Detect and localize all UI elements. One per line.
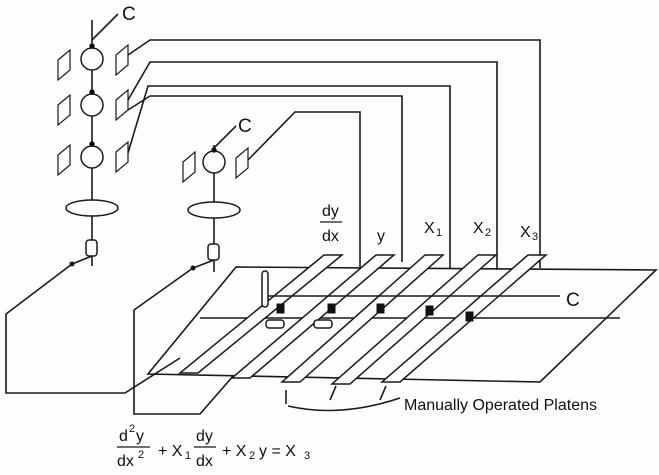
label-dy: dy — [322, 203, 339, 220]
plate-left-3 — [57, 143, 71, 177]
eq-plus1: + X — [158, 443, 183, 460]
eq-d2y-sup: 2 — [129, 423, 135, 435]
eq-dy: dy — [196, 428, 213, 445]
contact-bar — [261, 270, 560, 329]
label-x1-sub: 1 — [436, 227, 442, 239]
strip-dydx — [177, 254, 345, 374]
label-dx: dx — [322, 228, 339, 245]
label-platens: Manually Operated Platens — [404, 397, 597, 414]
label-x2: X — [473, 220, 484, 237]
left-circle-stack — [57, 13, 129, 267]
label-c-mid: C — [238, 116, 252, 137]
label-x3-sub: 3 — [532, 231, 538, 243]
circle-mid — [80, 93, 104, 117]
middle-circle-stack — [182, 125, 249, 272]
plate-left-1 — [57, 48, 71, 82]
eq-y-term: y = X — [259, 443, 296, 460]
plate-right-1 — [115, 43, 129, 77]
eq-dx2-sup: 2 — [138, 449, 144, 461]
label-x1: X — [424, 220, 435, 237]
connecting-wires — [5, 39, 541, 415]
strip-x1 — [280, 254, 445, 383]
label-x2-sub: 2 — [485, 227, 491, 239]
plate-right-2 — [115, 88, 129, 122]
label-y: y — [377, 228, 385, 245]
eq-d2y-y: y — [136, 428, 144, 445]
label-x3: X — [520, 224, 531, 241]
circle-bottom — [80, 145, 104, 169]
platen-arrows — [285, 385, 401, 412]
eq-dx: dx — [196, 453, 213, 470]
plate-left-2 — [57, 93, 71, 127]
eq-dx2: dx — [117, 453, 134, 470]
plate-right-3 — [115, 140, 129, 174]
label-c-right: C — [566, 290, 580, 311]
circle-top — [80, 47, 104, 71]
label-c-top: C — [122, 4, 136, 25]
strips — [177, 254, 549, 385]
strip-x3 — [379, 254, 549, 383]
strip-x2 — [330, 254, 498, 385]
strip-y — [229, 254, 397, 379]
eq-plus2: + X — [222, 443, 247, 460]
left-lens — [65, 199, 119, 217]
left-cell — [85, 239, 98, 257]
equation: d 2 y dx 2 + X 1 dy dx + X 2 y = X 3 — [117, 423, 310, 470]
eq-x3-sub: 3 — [304, 450, 310, 462]
eq-d2y-d: d — [119, 428, 128, 445]
eq-x2-sub: 2 — [249, 450, 255, 462]
eq-x1-sub: 1 — [185, 450, 191, 462]
